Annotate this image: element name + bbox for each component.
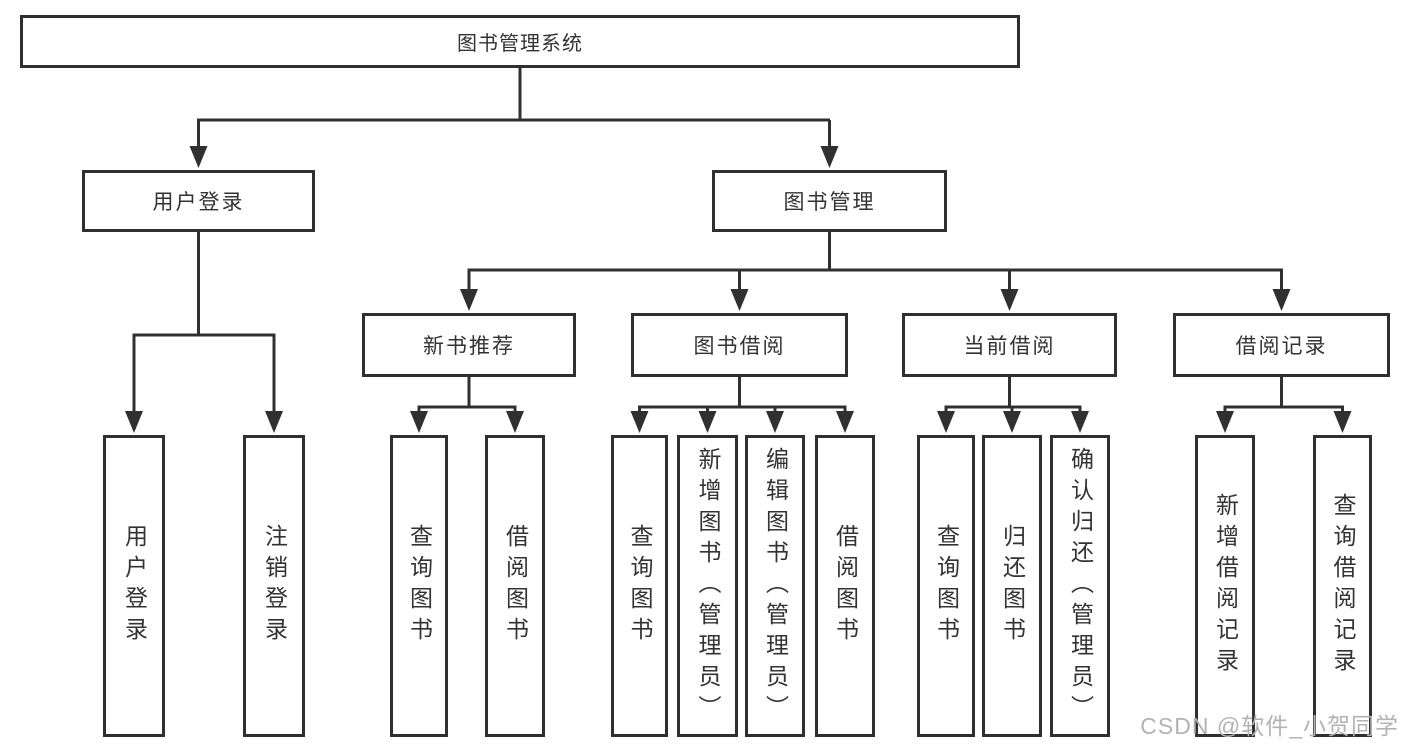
leaf-borrow-books-2: 借阅图书 [815, 435, 875, 737]
leaf-label: 注销登录 [261, 524, 288, 648]
node-label: 新书推荐 [423, 335, 515, 358]
node-user-login: 用户登录 [82, 170, 315, 232]
leaf-label: 查询图书 [627, 524, 653, 648]
leaf-confirm-return-admin: 确认归还（管理员） [1050, 435, 1110, 737]
node-label: 图书借阅 [693, 335, 786, 358]
leaf-edit-book-admin: 编辑图书（管理员） [745, 435, 805, 737]
leaf-logout: 注销登录 [243, 435, 305, 737]
leaf-user-login: 用户登录 [103, 435, 165, 737]
watermark: CSDN @软件_小贺同学 [1140, 713, 1399, 739]
node-label: 当前借阅 [963, 335, 1056, 358]
leaf-query-books-1: 查询图书 [390, 435, 448, 737]
leaf-label: 借阅图书 [832, 524, 859, 648]
node-label: 用户登录 [152, 191, 245, 214]
leaf-label: 新增借阅记录 [1212, 493, 1239, 679]
node-library-management-system: 图书管理系统 [20, 15, 1020, 68]
node-borrowing-records: 借阅记录 [1173, 313, 1390, 377]
leaf-label: 确认归还（管理员） [1067, 446, 1094, 726]
node-label: 图书管理 [783, 191, 876, 214]
leaf-query-books-3: 查询图书 [917, 435, 975, 737]
leaf-label: 查询图书 [406, 524, 433, 648]
node-book-management: 图书管理 [712, 170, 947, 232]
leaf-return-books: 归还图书 [982, 435, 1042, 737]
leaf-label: 编辑图书（管理员） [762, 446, 789, 726]
node-label: 图书管理系统 [457, 33, 583, 55]
node-current-borrowing: 当前借阅 [902, 313, 1117, 377]
leaf-label: 查询借阅记录 [1330, 493, 1356, 679]
leaf-add-book-admin: 新增图书（管理员） [677, 435, 738, 737]
leaf-label: 用户登录 [121, 524, 148, 648]
leaf-label: 新增图书（管理员） [695, 446, 721, 726]
leaf-query-books-2: 查询图书 [611, 435, 668, 737]
leaf-label: 查询图书 [933, 524, 960, 648]
node-new-book-recommendation: 新书推荐 [362, 313, 576, 377]
leaf-label: 借阅图书 [502, 524, 529, 648]
leaf-label: 归还图书 [999, 524, 1026, 648]
leaf-add-borrow-record: 新增借阅记录 [1195, 435, 1255, 737]
leaf-query-borrow-record: 查询借阅记录 [1313, 435, 1372, 737]
node-book-borrowing: 图书借阅 [631, 313, 848, 377]
node-label: 借阅记录 [1235, 335, 1328, 358]
leaf-borrow-books-1: 借阅图书 [485, 435, 545, 737]
